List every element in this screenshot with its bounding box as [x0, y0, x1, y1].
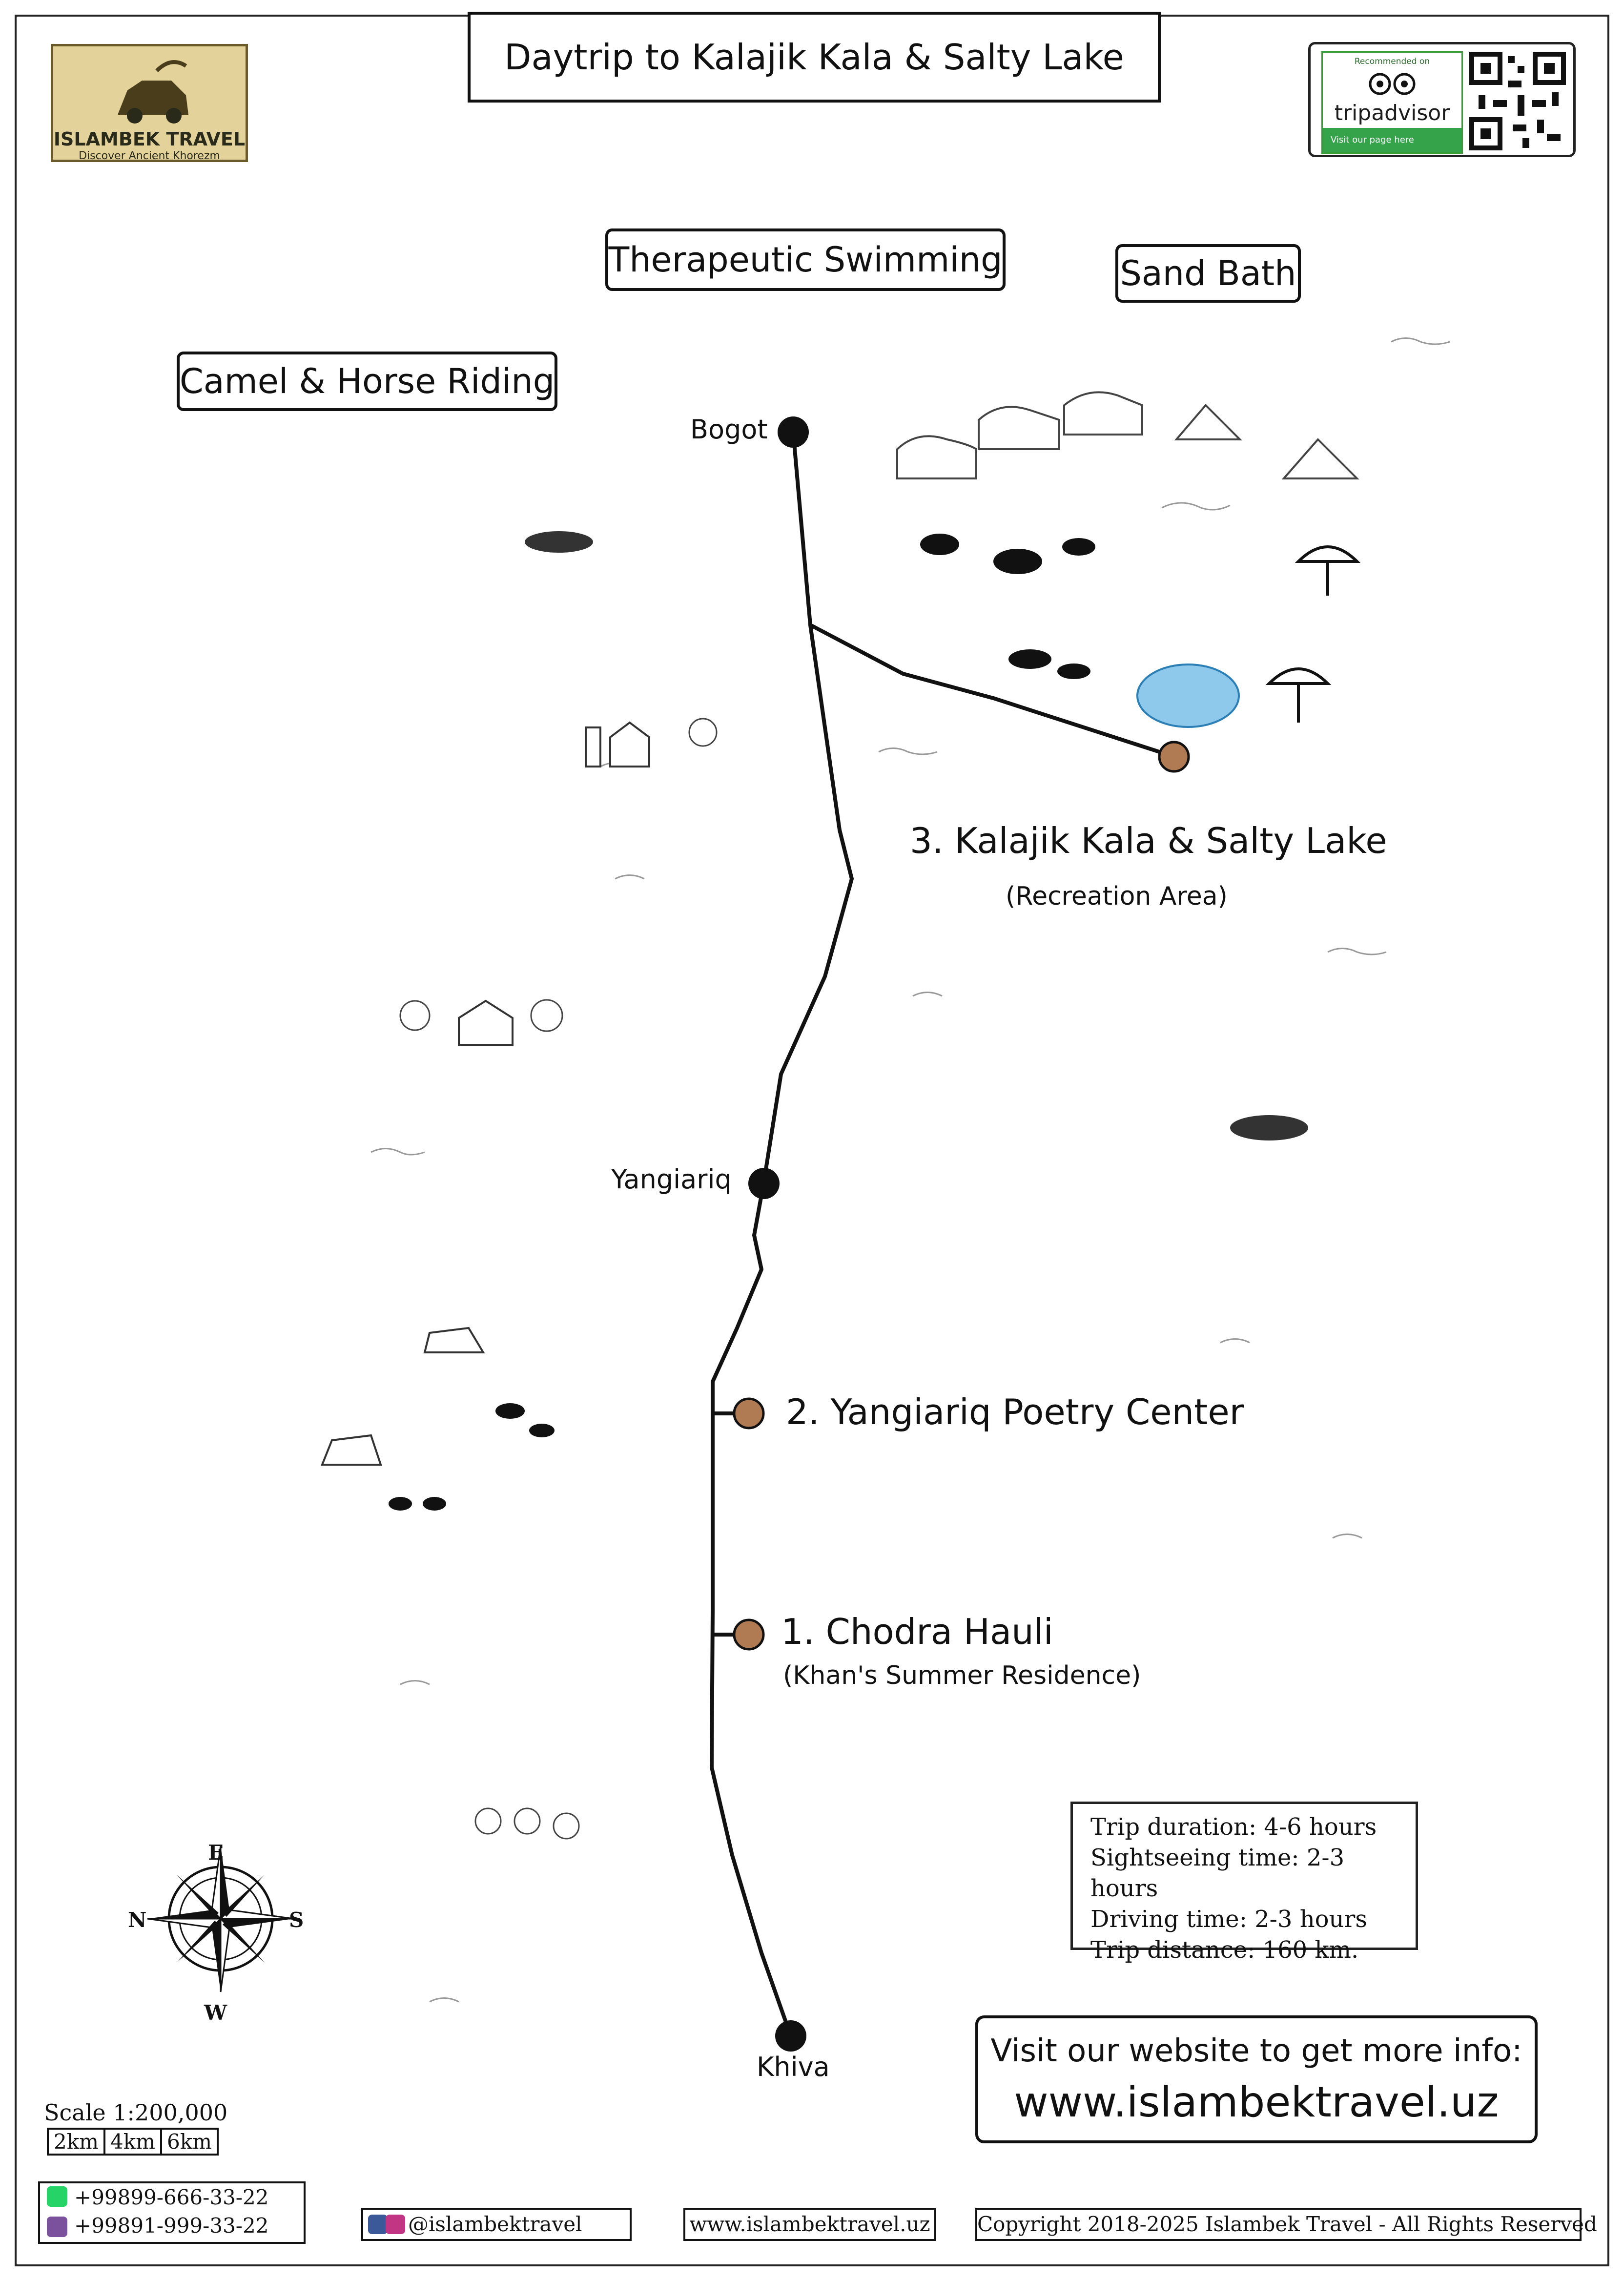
tripadvisor-badge[interactable]: Recommended on tripadvisor Visit our pag… — [1308, 42, 1576, 157]
farm-icons — [321, 721, 650, 1466]
scale-unit-4km: 4km — [103, 2128, 162, 2156]
viber-icon — [47, 2217, 67, 2237]
tripadvisor-cta[interactable]: Visit our page here — [1323, 128, 1461, 152]
town-marker-yangiariq — [748, 1168, 780, 1199]
town-marker-bogot — [778, 416, 809, 448]
trip-info-box: Trip duration: 4-6 hours Sightseeing tim… — [1070, 1802, 1418, 1964]
stop-marker-1 — [733, 1618, 765, 1651]
salty-lake — [1136, 664, 1240, 728]
owl-icon — [1369, 73, 1416, 95]
compass-letter-n: N — [128, 1908, 147, 1932]
scale-unit-2km: 2km — [47, 2128, 105, 2156]
town-label-khiva: Khiva — [757, 2052, 830, 2082]
logo-name: ISLAMBEK TRAVEL — [53, 128, 246, 150]
compass-rose — [147, 1845, 294, 1992]
social-handle-box[interactable]: @islambektravel — [361, 2208, 632, 2241]
sightseeing-time: Sightseeing time: 2-3 hours — [1090, 1844, 1345, 1902]
stop-label-2: 2. Yangiariq Poetry Center — [786, 1391, 1244, 1432]
brand-logo[interactable]: ISLAMBEK TRAVEL Discover Ancient Khorezm — [51, 44, 248, 162]
town-marker-khiva — [775, 2020, 806, 2052]
scale-unit-6km: 6km — [160, 2128, 219, 2156]
footer-website[interactable]: www.islambektravel.uz — [683, 2208, 936, 2241]
lake-branch — [809, 623, 1172, 758]
website-box[interactable]: Visit our website to get more info: www.… — [975, 2015, 1538, 2143]
tripadvisor-panel[interactable]: Recommended on tripadvisor Visit our pag… — [1321, 51, 1463, 154]
town-label-yangiariq: Yangiariq — [611, 1164, 732, 1195]
stop-label-1: 1. Chodra Hauli — [781, 1611, 1053, 1652]
whatsapp-icon — [47, 2186, 67, 2207]
yurt-icons — [896, 391, 1359, 479]
copyright-notice: Copyright 2018-2025 Islambek Travel - Al… — [975, 2208, 1597, 2241]
scale-bar: 2km 4km 6km — [47, 2128, 219, 2156]
stop-label-3: 3. Kalajik Kala & Salty Lake — [910, 820, 1387, 861]
phone-1[interactable]: +99899-666-33-22 — [74, 2185, 269, 2209]
website-intro: Visit our website to get more info: — [990, 2033, 1522, 2069]
tripadvisor-recommended: Recommended on — [1354, 57, 1430, 66]
activity-sand-bath: Sand Bath — [1115, 244, 1301, 303]
town-label-bogot: Bogot — [690, 414, 768, 445]
stop-marker-2 — [733, 1397, 765, 1430]
activity-therapeutic-swimming: Therapeutic Swimming — [605, 228, 1006, 291]
trip-distance: Trip distance: 160 km. — [1090, 1936, 1359, 1964]
compass-letter-s: S — [289, 1908, 304, 1932]
tree-icons — [399, 718, 718, 1840]
tripadvisor-brand: tripadvisor — [1334, 101, 1450, 125]
logo-tagline: Discover Ancient Khorezm — [79, 150, 220, 162]
stop-marker-3 — [1158, 741, 1190, 773]
facebook-icon[interactable] — [368, 2215, 388, 2234]
social-handle[interactable]: @islambektravel — [408, 2212, 582, 2236]
contact-phones: +99899-666-33-22 +99891-999-33-22 — [38, 2181, 306, 2244]
animal-silhouettes — [389, 531, 1308, 1511]
beach-icons — [1265, 545, 1361, 723]
phone-2[interactable]: +99891-999-33-22 — [74, 2214, 269, 2238]
driving-time: Driving time: 2-3 hours — [1090, 1906, 1367, 1933]
website-link[interactable]: www.islambektravel.uz — [1014, 2078, 1499, 2127]
compass-letter-e: E — [208, 1841, 224, 1865]
decorative-sketches — [370, 337, 1450, 2003]
qr-code-icon[interactable] — [1469, 51, 1566, 151]
scale-label: Scale 1:200,000 — [44, 2099, 228, 2126]
instagram-icon[interactable] — [386, 2215, 405, 2234]
main-route — [710, 432, 854, 2037]
compass-letter-w: W — [204, 2001, 227, 2025]
stop-sub-1: (Khan's Summer Residence) — [783, 1661, 1141, 1690]
stop-sub-3: (Recreation Area) — [1006, 882, 1228, 911]
activity-camel-horse-riding: Camel & Horse Riding — [177, 352, 557, 411]
page-title: Daytrip to Kalajik Kala & Salty Lake — [468, 12, 1161, 103]
logo-car-icon — [118, 60, 188, 124]
trip-duration: Trip duration: 4-6 hours — [1090, 1813, 1377, 1841]
